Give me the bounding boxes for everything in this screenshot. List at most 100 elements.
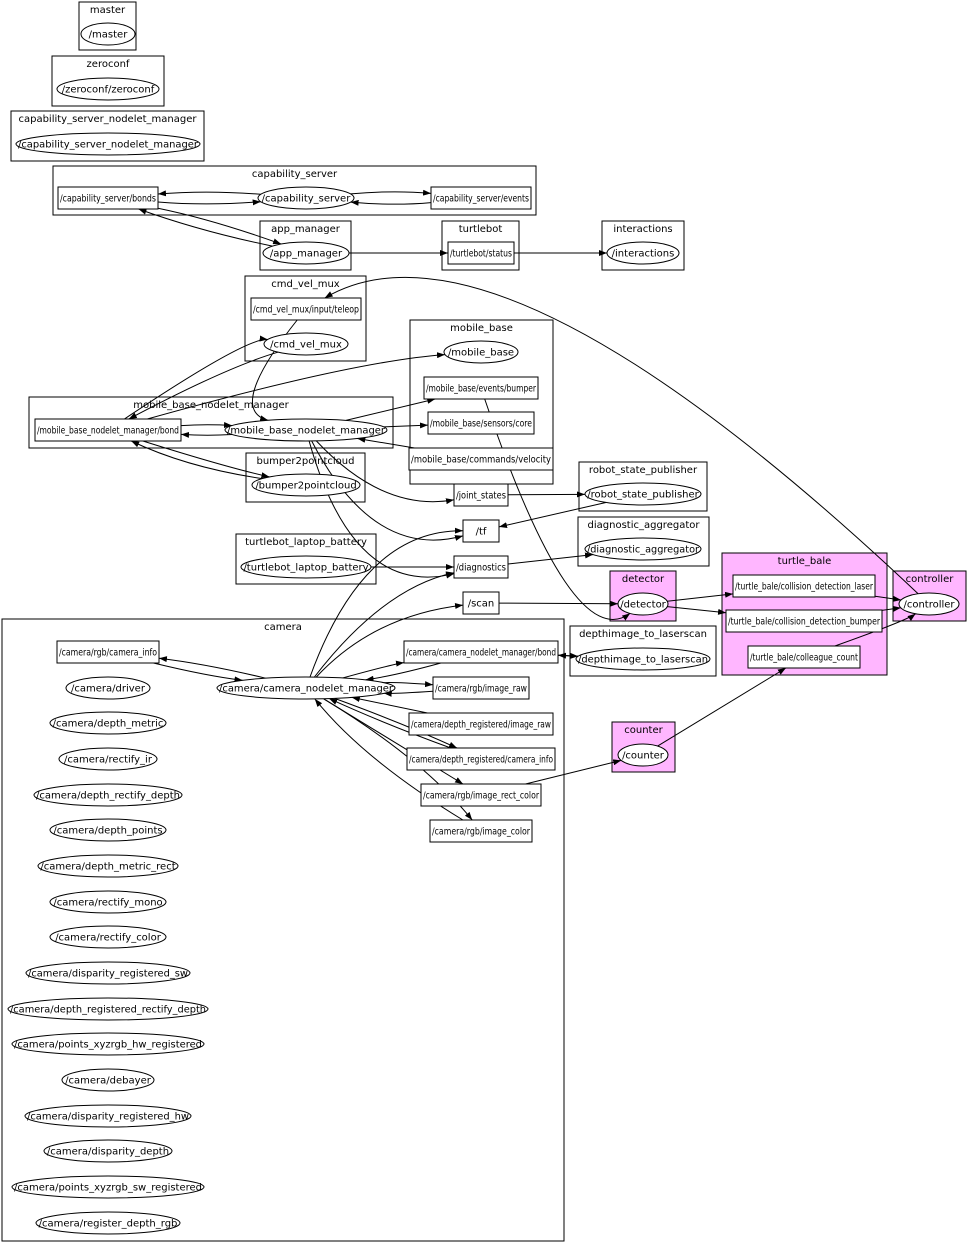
- node-cam-raw[interactable]: /camera/rgb/image_raw: [432, 676, 530, 700]
- node-cam-disp-reg-hw[interactable]: /camera/disparity_registered_hw: [24, 1104, 192, 1128]
- node-cam-rectify-ir[interactable]: /camera/rectify_ir: [58, 747, 158, 771]
- node-controller[interactable]: /controller: [898, 592, 960, 616]
- node-tb-status[interactable]: /turtlebot/status: [447, 241, 515, 265]
- topic-box: [747, 645, 861, 669]
- node-cam-dr-info[interactable]: /camera/depth_registered/camera_info: [406, 747, 556, 771]
- node-counter[interactable]: /counter: [617, 743, 669, 767]
- node-cam-depth-metric-rect[interactable]: /camera/depth_metric_rect: [37, 854, 179, 878]
- node-cam-info[interactable]: /camera/rgb/camera_info: [56, 640, 160, 664]
- cluster-label: turtlebot: [459, 224, 503, 235]
- node-cs-bonds[interactable]: /capability_server/bonds: [57, 186, 159, 210]
- cluster-frame: [10, 110, 205, 162]
- node-mb-bumper[interactable]: /mobile_base/events/bumper: [423, 376, 539, 400]
- edge-mbnm-bond-to-mobile-base: [147, 352, 446, 420]
- edge-detector-to-tb-cdb: [667, 606, 727, 615]
- node-cam-depth-rectify-depth[interactable]: /camera/depth_rectify_depth: [33, 783, 183, 807]
- node-cam-driver[interactable]: /camera/driver: [65, 676, 151, 700]
- edge-cs-events-to-cs: [350, 199, 432, 206]
- node-label: /camera/disparity_registered_hw: [27, 1112, 189, 1123]
- node-tb-cdl[interactable]: /turtle_bale/collision_detection_laser: [732, 574, 876, 598]
- cluster-label: diagnostic_aggregator: [588, 520, 701, 531]
- node-mb-vel[interactable]: /mobile_base/commands/velocity: [408, 447, 554, 471]
- node-master[interactable]: /master: [80, 22, 136, 46]
- node-mbnm-bond[interactable]: /mobile_base_nodelet_manager/bond: [34, 418, 182, 442]
- node-label: /diagnostics: [456, 563, 506, 574]
- node-cam-cnm-bond[interactable]: /camera/camera_nodelet_manager/bond: [403, 640, 559, 664]
- node-b2pc[interactable]: /bumper2pointcloud: [251, 473, 361, 497]
- node-label: /camera/depth_registered_rectify_depth: [10, 1005, 206, 1016]
- node-cam-cnm[interactable]: /camera/camera_nodelet_manager: [216, 676, 396, 700]
- edge-cs-to-cs-bonds: [157, 190, 261, 197]
- edge-cam-cnm-to-cam-dr-info: [334, 697, 458, 749]
- node-cam-reg-depth-rgb[interactable]: /camera/register_depth_rgb: [35, 1211, 181, 1235]
- node-cs-events[interactable]: /capability_server/events: [430, 186, 532, 210]
- node-interactions[interactable]: /interactions: [606, 241, 680, 265]
- node-tb-cc[interactable]: /turtle_bale/colleague_count: [747, 645, 861, 669]
- node-label: /camera/driver: [71, 684, 146, 695]
- edge-cvm-to-mbnm-bond: [128, 351, 279, 420]
- node-ellipse: [898, 592, 960, 616]
- cluster-label: cmd_vel_mux: [271, 279, 340, 290]
- node-zeroconf[interactable]: /zeroconf/zeroconf: [56, 77, 160, 101]
- node-app-manager[interactable]: /app_manager: [262, 241, 350, 265]
- node-detector[interactable]: /detector: [617, 592, 669, 616]
- node-scan[interactable]: /scan: [462, 591, 500, 615]
- node-cam-rect-color[interactable]: /camera/rgb/image_rect_color: [420, 783, 542, 807]
- node-cam-disp-depth[interactable]: /camera/disparity_depth: [43, 1139, 173, 1163]
- topic-box: [408, 712, 554, 736]
- cluster-capability-server: capability_server: [52, 165, 537, 216]
- node-label: /camera/debayer: [65, 1076, 152, 1087]
- node-joint-states[interactable]: /joint_states: [453, 483, 509, 507]
- node-cam-dr-rectify-depth[interactable]: /camera/depth_registered_rectify_depth: [7, 997, 209, 1021]
- node-label: /camera/rgb/image_color: [432, 827, 531, 838]
- node-cam-pts-sw[interactable]: /camera/points_xyzrgb_sw_registered: [11, 1175, 205, 1199]
- node-csnm[interactable]: /capability_server_nodelet_manager: [15, 132, 201, 156]
- node-tb-cdb[interactable]: /turtle_bale/collision_detection_bumper: [725, 609, 883, 633]
- cluster-frame: [577, 516, 710, 567]
- edge-rsp-to-tf: [498, 502, 607, 529]
- node-mobile-base[interactable]: /mobile_base: [443, 340, 519, 364]
- edge-cam-cnm-to-cam-cnm-bond: [342, 660, 405, 679]
- edge-mbnm-to-mb-bumper: [345, 397, 436, 421]
- node-cvm-teleop[interactable]: /cmd_vel_mux/input/teleop: [250, 297, 362, 321]
- node-mb-core[interactable]: /mobile_base/sensors/core: [427, 411, 535, 435]
- edge-cam-rect-color-to-counter: [525, 759, 622, 785]
- cluster-label: bumper2pointcloud: [257, 456, 355, 467]
- cluster-frame: [51, 55, 165, 107]
- node-tlb[interactable]: /turtlebot_laptop_battery: [240, 555, 372, 579]
- node-ellipse: [251, 473, 361, 497]
- node-cs[interactable]: /capability_server: [257, 186, 355, 210]
- node-cam-rectify-mono[interactable]: /camera/rectify_mono: [49, 890, 167, 914]
- node-cam-rectify-color[interactable]: /camera/rectify_color: [49, 925, 167, 949]
- node-cam-dr-raw[interactable]: /camera/depth_registered/image_raw: [408, 712, 554, 736]
- topic-box: [406, 747, 556, 771]
- cluster-label: interactions: [613, 224, 672, 235]
- node-rsp[interactable]: /robot_state_publisher: [584, 482, 702, 506]
- node-cam-color[interactable]: /camera/rgb/image_color: [429, 819, 533, 843]
- topic-box: [420, 783, 542, 807]
- edge-scan-to-detector: [498, 600, 619, 607]
- node-d2l[interactable]: /depthimage_to_laserscan: [575, 647, 711, 671]
- cluster-robot-state-publisher: robot_state_publisher: [578, 461, 708, 512]
- edge-cam-cnm-to-tf: [309, 527, 464, 678]
- node-label: /detector: [620, 600, 666, 611]
- edge-app-manager-to-cs-bonds: [138, 208, 273, 247]
- node-cvm[interactable]: /cmd_vel_mux: [263, 332, 349, 356]
- cluster-diagnostic-aggregator: diagnostic_aggregator: [577, 516, 710, 567]
- node-ellipse: [224, 418, 388, 442]
- node-tf[interactable]: /tf: [462, 519, 500, 543]
- node-diag-agg[interactable]: /diagnostic_aggregator: [584, 537, 702, 561]
- node-cam-debayer[interactable]: /camera/debayer: [61, 1068, 155, 1092]
- node-label: /camera/depth_points: [53, 826, 162, 837]
- node-cam-depth-metric[interactable]: /camera/depth_metric: [49, 711, 167, 735]
- node-cam-depth-points[interactable]: /camera/depth_points: [49, 818, 167, 842]
- node-mbnm[interactable]: /mobile_base_nodelet_manager: [224, 418, 388, 442]
- node-ellipse: [257, 186, 355, 210]
- node-diagnostics[interactable]: /diagnostics: [453, 555, 509, 579]
- edge-controller-to-cvm-teleop: [324, 276, 919, 595]
- node-cam-pts-hw[interactable]: /camera/points_xyzrgb_hw_registered: [11, 1032, 205, 1056]
- node-ellipse: [15, 132, 201, 156]
- cluster-label: mobile_base_nodelet_manager: [133, 400, 289, 411]
- node-cam-disp-reg-sw[interactable]: /camera/disparity_registered_sw: [25, 961, 191, 985]
- cluster-label: controller: [906, 574, 955, 585]
